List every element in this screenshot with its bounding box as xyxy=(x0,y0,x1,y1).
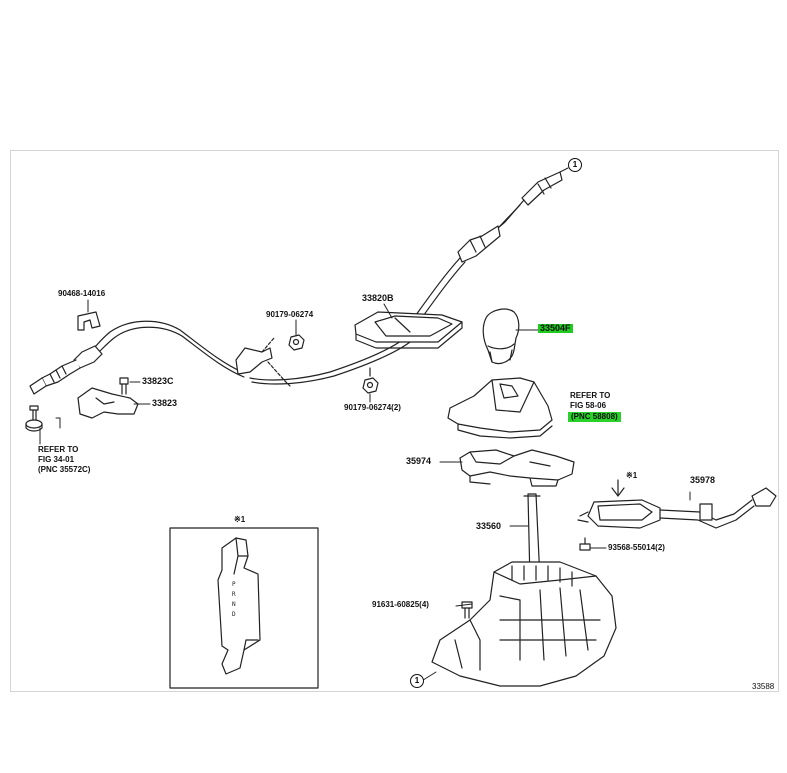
clip-90468 xyxy=(77,311,101,331)
shift-cable xyxy=(29,171,563,395)
ref-left-line1: REFER TO xyxy=(38,445,79,454)
shift-knob-33504f xyxy=(482,308,520,365)
bolt-93568 xyxy=(579,537,591,551)
svg-text:P: P xyxy=(232,581,236,588)
label-90179-06274: 90179-06274 xyxy=(266,310,314,319)
ref-right-line2: FIG 58-06 xyxy=(570,401,607,410)
svg-text:N: N xyxy=(232,601,236,608)
ref-right-line1: REFER TO xyxy=(570,391,611,400)
shift-boot xyxy=(447,377,553,439)
label-90468-14016: 90468-14016 xyxy=(58,289,106,298)
lever-pin xyxy=(25,405,43,432)
callout-top: 1 xyxy=(568,158,582,172)
label-33820b: 33820B xyxy=(362,293,394,303)
label-35978: 35978 xyxy=(690,475,716,485)
callout-bottom: 1 xyxy=(410,674,424,688)
label-93568-55014: 93568-55014(2) xyxy=(608,543,665,552)
label-35974: 35974 xyxy=(406,456,432,466)
shifter-base xyxy=(431,561,617,687)
shift-lever-33560 xyxy=(523,493,541,583)
diagram-id: 33588 xyxy=(752,682,775,691)
label-33823: 33823 xyxy=(152,398,178,408)
inset-prnd: P R N D xyxy=(232,581,236,618)
svg-text:D: D xyxy=(232,611,236,618)
diagram-frame xyxy=(10,150,779,692)
shifter-mark: ※1 xyxy=(626,471,638,480)
nut-90179-upper xyxy=(288,334,305,351)
bolt-33823c xyxy=(119,377,129,395)
svg-text:R: R xyxy=(232,591,236,598)
nut-90179-lower xyxy=(362,367,379,394)
label-90179-06274-2: 90179-06274(2) xyxy=(344,403,401,412)
inset-box xyxy=(169,527,319,689)
bezel-35974 xyxy=(459,449,575,487)
label-33560: 33560 xyxy=(476,521,502,531)
ref-left-line3: (PNC 35572C) xyxy=(38,465,91,474)
leader-lines xyxy=(39,167,691,683)
label-33504f: 33504F xyxy=(538,323,573,333)
inset-mark: ※1 xyxy=(234,515,246,524)
plate-33820b xyxy=(354,311,463,349)
label-91631-60825: 91631-60825(4) xyxy=(372,600,429,609)
label-33823c: 33823C xyxy=(142,376,174,386)
ref-left-line2: FIG 34-01 xyxy=(38,455,75,464)
indicator-35978 xyxy=(577,479,777,529)
ref-right-line3: (PNC 58808) xyxy=(568,412,621,422)
